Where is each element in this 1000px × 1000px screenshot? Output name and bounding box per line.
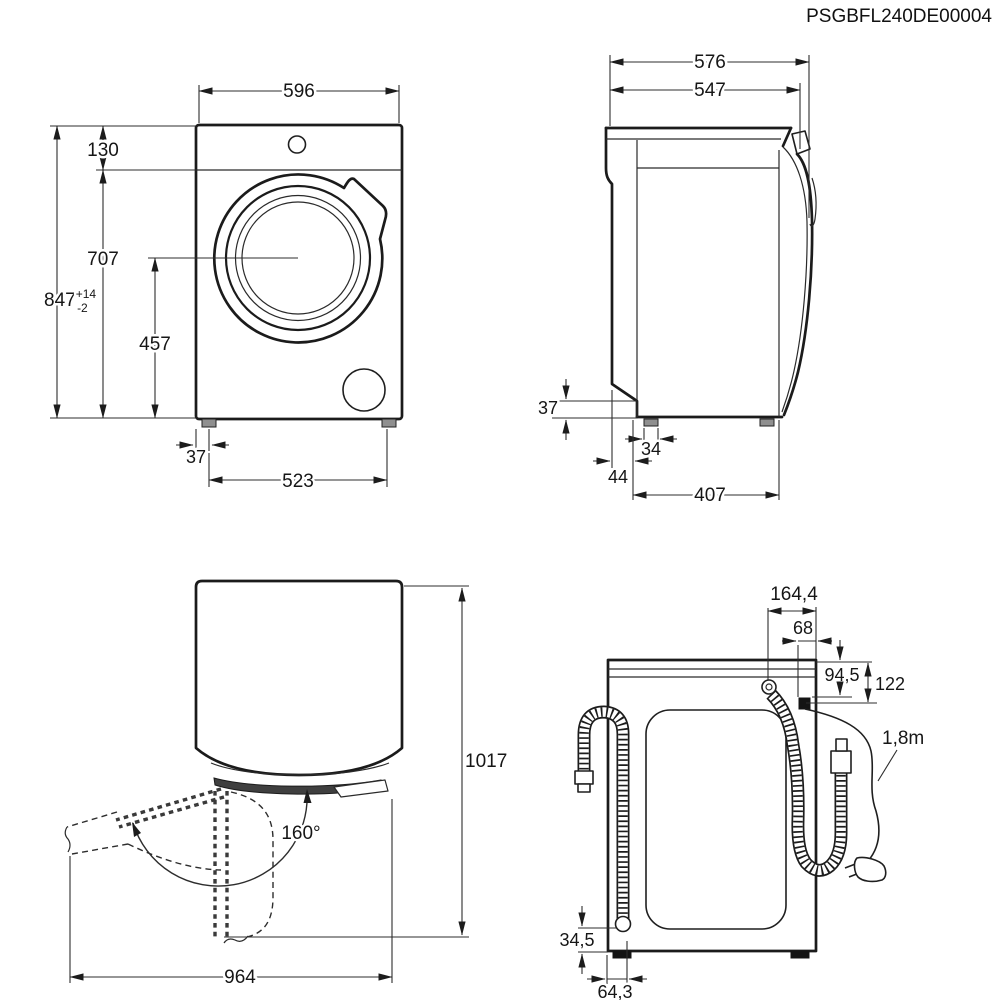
side-rear-edge — [604, 126, 639, 419]
rear-view: 164,4 68 94,5 122 1,8m 34,5 64,3 — [557, 582, 927, 1000]
cord-top-offset-dim: 94,5 — [824, 665, 859, 685]
side-rear-recess-dim: 37 — [538, 398, 558, 418]
rear-right-foot — [790, 950, 810, 959]
power-cord — [798, 697, 887, 883]
power-plug — [853, 856, 887, 883]
door-angle-dim: 160° — [281, 823, 320, 844]
rear-left-foot — [612, 950, 632, 959]
drain-height-dim: 34,5 — [559, 930, 594, 950]
front-right-foot — [381, 418, 397, 428]
inlet-hose-elbow — [761, 679, 777, 695]
side-rear-foot — [643, 418, 659, 427]
inlet-top-offset-dim: 122 — [875, 674, 905, 694]
door-outer-outline — [212, 173, 388, 344]
side-front-top-chamfer — [781, 126, 793, 148]
front-cabinet-outline — [194, 123, 404, 421]
side-rear-offset-dim: 44 — [608, 467, 628, 487]
side-door-outline — [782, 152, 814, 417]
side-front-foot — [759, 418, 775, 427]
front-total-height-dim: 847+14-2 — [44, 287, 96, 315]
door-handle-top-view — [333, 779, 389, 798]
front-lower-height-dim: 707 — [87, 249, 119, 270]
side-foot-width-dim: 34 — [641, 439, 661, 459]
open-width-dim: 964 — [224, 967, 256, 988]
top-view-cabinet — [194, 579, 404, 777]
inlet-hose — [761, 679, 852, 877]
front-foot-inset-dim: 37 — [186, 447, 206, 467]
front-left-foot — [201, 418, 217, 428]
drain-hose — [574, 705, 632, 933]
side-feet-distance-dim: 407 — [694, 485, 726, 506]
front-top-panel-dim: 130 — [87, 140, 119, 161]
door-open-160-outline — [66, 811, 118, 828]
door-open-90-outline — [230, 791, 274, 938]
open-depth-dim: 1017 — [465, 751, 507, 772]
rear-back-panel — [645, 709, 787, 930]
front-feet-distance-dim: 523 — [282, 471, 314, 492]
inlet-hose-fitting — [830, 750, 852, 774]
side-door-handle — [791, 130, 811, 155]
drain-from-left-dim: 64,3 — [597, 982, 632, 1000]
cord-length-dim: 1,8m — [882, 728, 924, 749]
inlet-from-right-dim: 164,4 — [770, 584, 818, 605]
door-swing-arc — [132, 791, 308, 887]
side-total-depth-dim: 576 — [694, 52, 726, 73]
front-width-dim: 596 — [283, 81, 315, 102]
program-knob — [287, 135, 307, 154]
side-view: 576 547 37 34 44 407 — [535, 50, 817, 509]
open-door-view: 160° 1017 964 — [64, 579, 510, 991]
side-body-depth-dim: 547 — [694, 80, 726, 101]
rear-cabinet-outline — [606, 658, 818, 953]
front-view: 596 130 707 847+14-2 457 37 523 — [42, 79, 404, 495]
drawing-code: PSGBFL240DE00004 — [806, 6, 992, 27]
cord-from-right-dim: 68 — [793, 618, 813, 638]
drain-hose-connector — [614, 915, 632, 933]
drain-filter-cap — [342, 368, 386, 412]
front-door-center-dim: 457 — [139, 334, 171, 355]
